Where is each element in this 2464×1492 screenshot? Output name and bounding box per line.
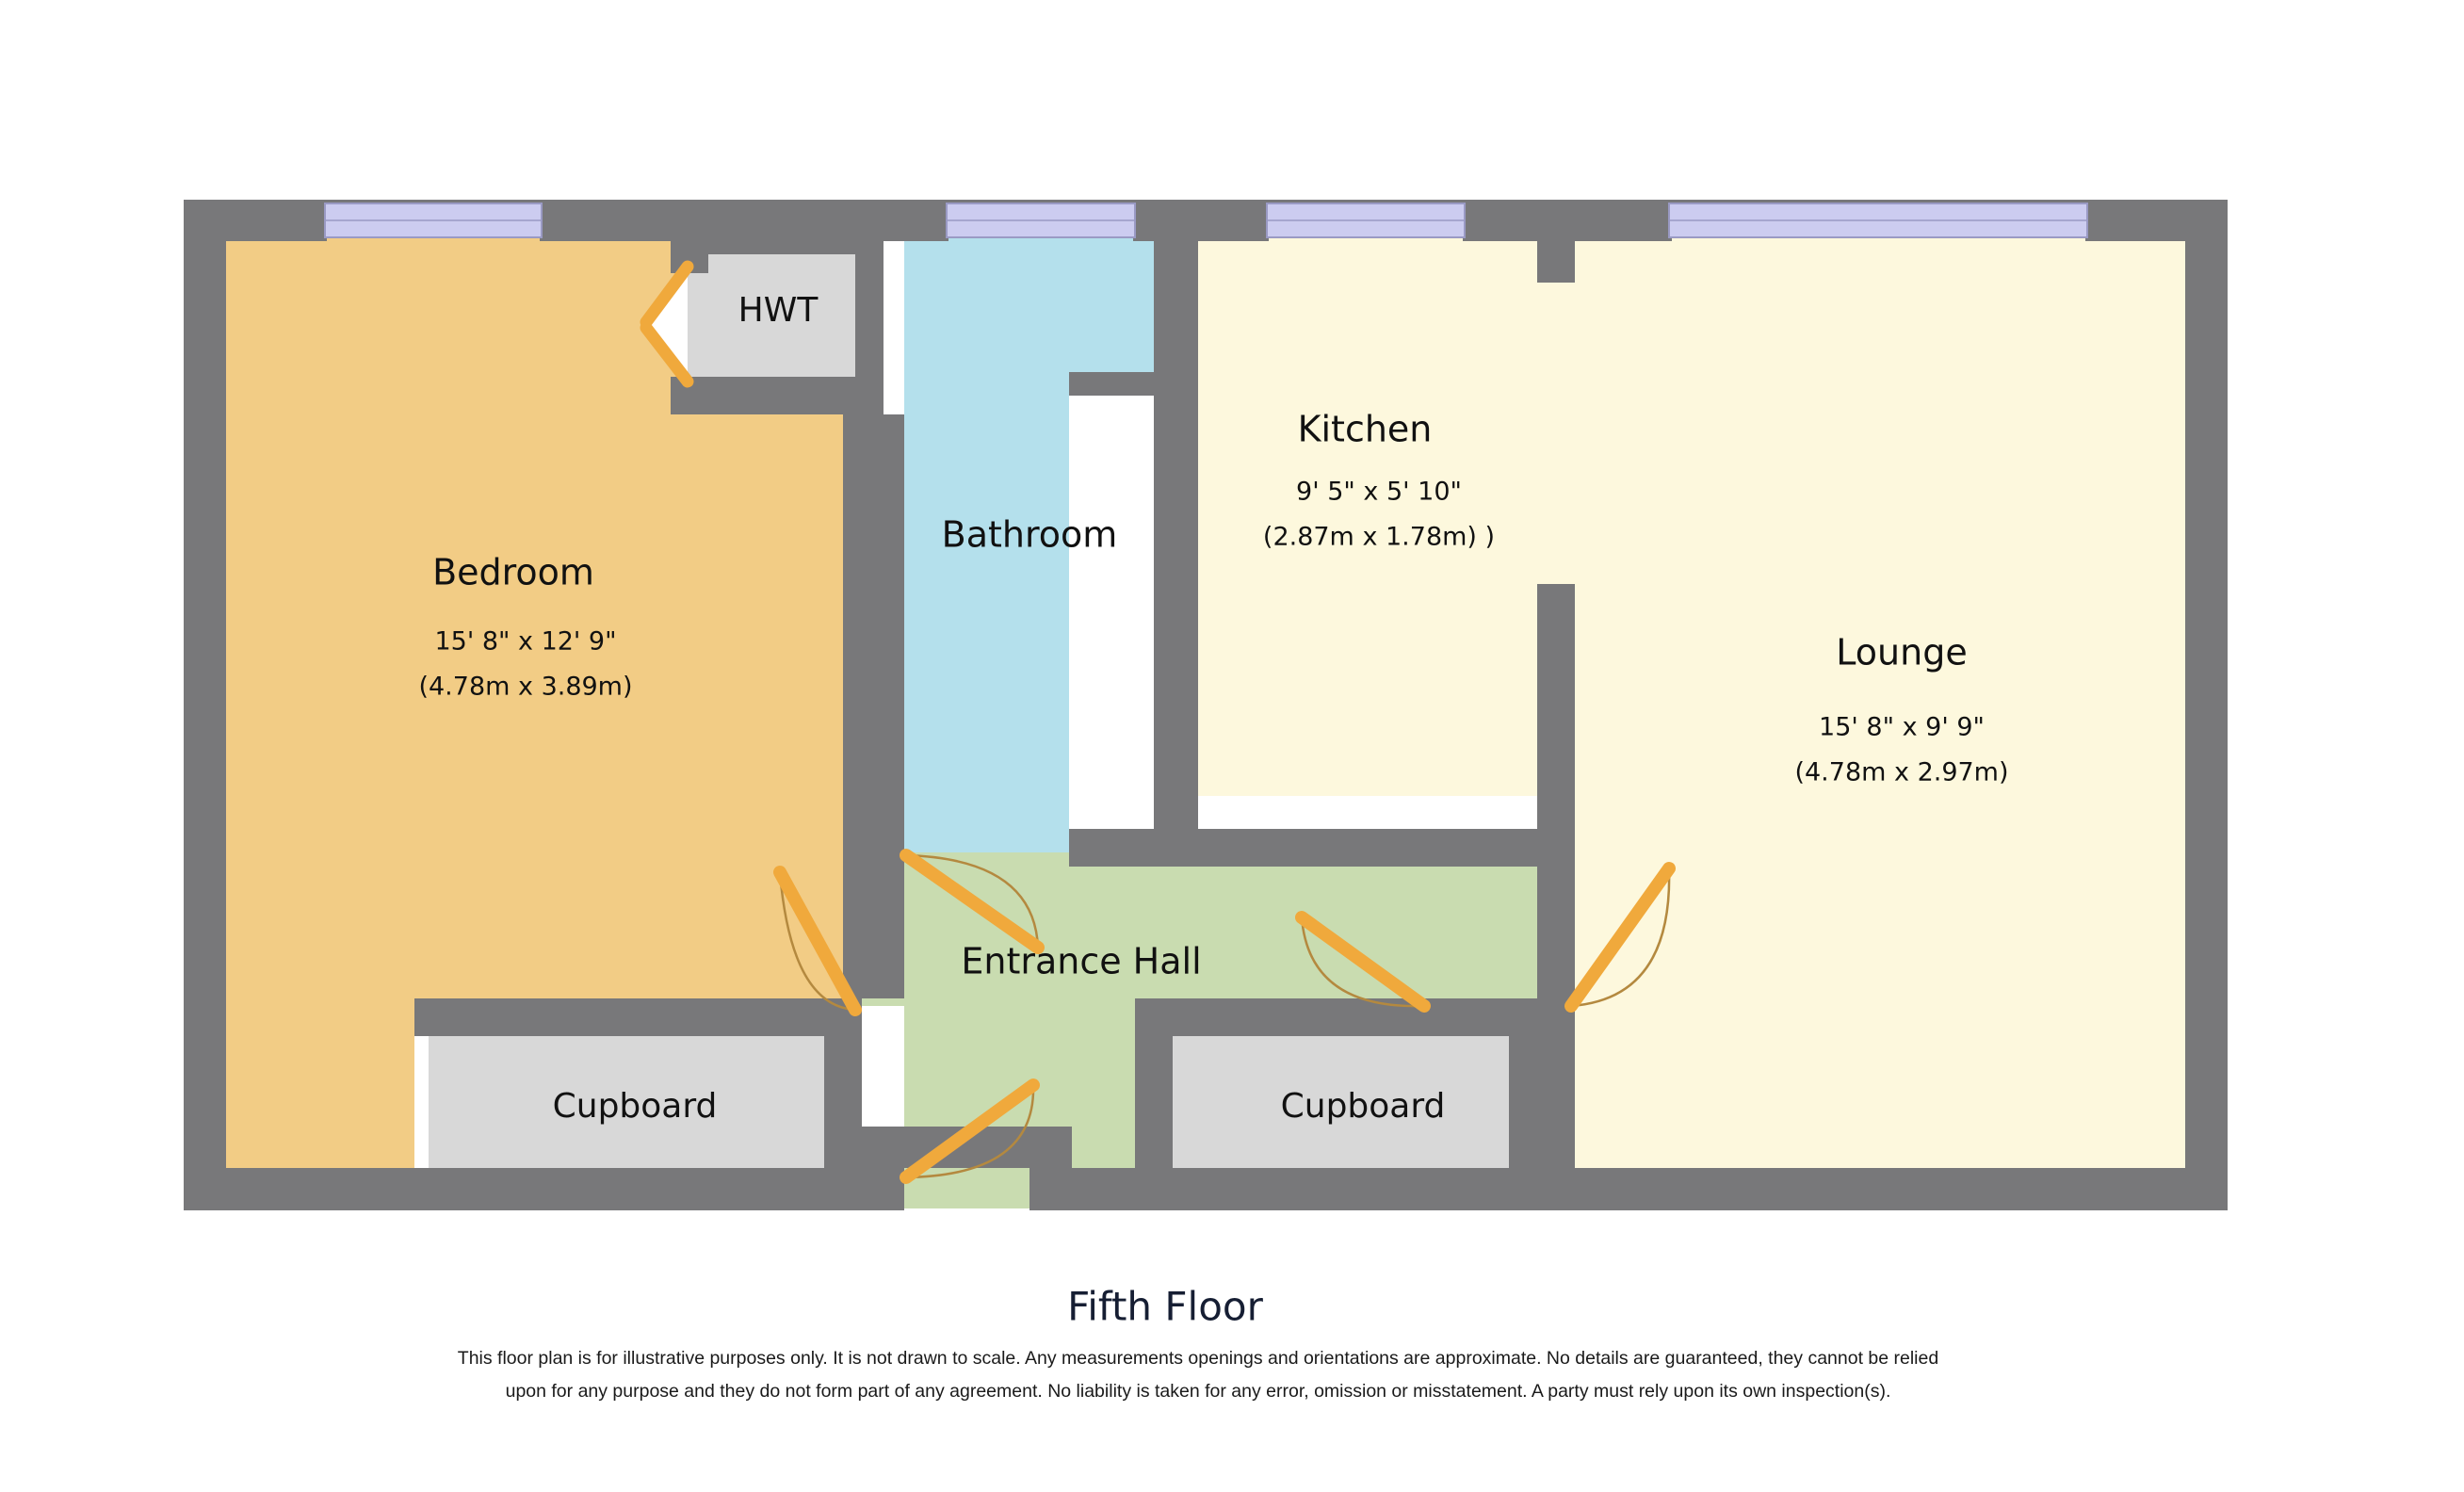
room-labels: Bedroom 15' 8" x 12' 9" (4.78m x 3.89m) … <box>418 291 2008 1126</box>
window-lounge <box>1668 203 2088 238</box>
kitchen-name: Kitchen <box>1298 409 1433 450</box>
lounge-name: Lounge <box>1836 632 1967 673</box>
cupboard-left-label: Cupboard <box>553 1087 718 1126</box>
door-entrance <box>900 1078 1040 1184</box>
kitchen-dim-imperial: 9' 5" x 5' 10" <box>1296 478 1462 507</box>
floor-title: Fifth Floor <box>1067 1284 1263 1330</box>
wall-cupboard-right-right <box>1509 998 1547 1187</box>
pier-1 <box>184 200 327 241</box>
disclaimer-line-2: upon for any purpose and they do not for… <box>506 1381 1891 1402</box>
kitchen-dim-metric: (2.87m x 1.78m) ) <box>1263 523 1495 552</box>
bedroom-dim-metric: (4.78m x 3.89m) <box>418 673 632 702</box>
lounge-dim-imperial: 15' 8" x 9' 9" <box>1819 713 1985 742</box>
wall-cupboard-left-top <box>414 998 843 1036</box>
lounge-dim-metric: (4.78m x 2.97m) <box>1794 758 2008 787</box>
disclaimer-line-1: This floor plan is for illustrative purp… <box>458 1348 1938 1369</box>
hwt-wall-bottom <box>688 377 883 414</box>
entrance-hall-name: Entrance Hall <box>961 941 1201 982</box>
wall-cupboard-right-top <box>1135 998 1547 1036</box>
bedroom-fill <box>226 235 843 1168</box>
wall-kitchen-bottom <box>1069 829 1575 867</box>
lounge-fill <box>1575 235 2185 1168</box>
cupboard-left-fill <box>429 1020 824 1188</box>
door-hwt-lower <box>640 321 694 388</box>
pier-4 <box>1463 200 1672 241</box>
bedroom-name: Bedroom <box>432 552 594 593</box>
door-bathroom <box>900 849 1045 954</box>
door-bedroom <box>773 866 862 1016</box>
hwt-label: HWT <box>738 291 819 330</box>
walls <box>184 200 2228 1210</box>
wall-cupboard-right-left <box>1135 998 1173 1187</box>
doors <box>640 260 1676 1184</box>
door-cupboard-right <box>1295 911 1431 1013</box>
wall-kitchen-top-nib <box>1537 235 1575 283</box>
room-fills <box>226 235 2185 1208</box>
wall-kitchen-lounge <box>1537 584 1575 867</box>
windows <box>324 203 2088 238</box>
hwt-fill <box>688 248 857 384</box>
cupboard-right-label: Cupboard <box>1281 1087 1446 1126</box>
kitchen-fill <box>1198 235 1575 796</box>
bedroom-dim-imperial: 15' 8" x 12' 9" <box>434 627 616 657</box>
door-lounge <box>1564 862 1676 1013</box>
pier-5 <box>2085 200 2228 241</box>
wall-bathroom-kitchen <box>1154 235 1198 852</box>
pier-2 <box>540 200 948 241</box>
hwt-wall-top <box>688 235 883 254</box>
pier-3 <box>1133 200 1269 241</box>
window-kitchen <box>1266 203 1466 238</box>
door-hwt-upper <box>640 260 694 329</box>
window-bedroom <box>324 203 543 238</box>
jamb-bathroom-left <box>843 829 904 855</box>
wall-bathroom-nib <box>1069 372 1154 396</box>
wall-bedroom-bathroom <box>843 414 904 998</box>
window-bathroom <box>946 203 1136 238</box>
cupboard-right-fill <box>1151 1020 1547 1188</box>
bathroom-name: Bathroom <box>942 514 1118 556</box>
